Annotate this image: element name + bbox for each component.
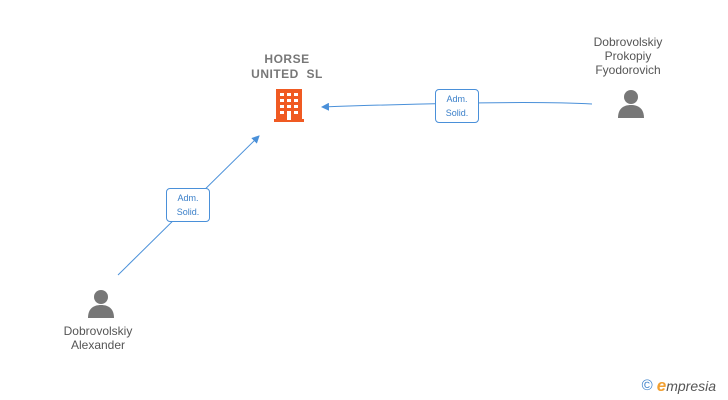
person-name-line: Alexander: [70, 338, 126, 352]
person-name-line: Dobrovolskiy: [63, 324, 133, 338]
person-name-line: Prokopiy: [604, 49, 652, 63]
brand-name: mpresia: [666, 378, 716, 394]
relation-label-line1: Adm.: [177, 193, 199, 203]
brand-logo[interactable]: empresia: [657, 376, 716, 396]
building-icon[interactable]: [273, 88, 305, 122]
company-name: HORSE UNITED SL: [236, 52, 338, 82]
brand-initial: e: [656, 376, 667, 395]
company-name-line1: HORSE: [264, 52, 310, 66]
footer-brand: © empresia: [642, 376, 716, 396]
relation-badge-alexander[interactable]: Adm. Solid.: [166, 188, 210, 222]
person-name-line: Fyodorovich: [595, 63, 661, 77]
person-label-prokopiy: Dobrovolskiy Prokopiy Fyodorovich: [578, 35, 678, 77]
person-icon[interactable]: [616, 89, 646, 119]
relation-label-line1: Adm.: [446, 94, 468, 104]
edge-prokopiy-to-company: [321, 102, 593, 111]
relation-label-line2: Solid.: [445, 108, 469, 118]
person-icon[interactable]: [86, 289, 116, 319]
person-name-line: Dobrovolskiy: [593, 35, 663, 49]
company-name-line2: UNITED SL: [251, 67, 323, 81]
copyright-icon: ©: [641, 377, 653, 394]
person-label-alexander: Dobrovolskiy Alexander: [48, 324, 148, 352]
relation-badge-prokopiy[interactable]: Adm. Solid.: [435, 89, 479, 123]
relation-label-line2: Solid.: [176, 207, 200, 217]
